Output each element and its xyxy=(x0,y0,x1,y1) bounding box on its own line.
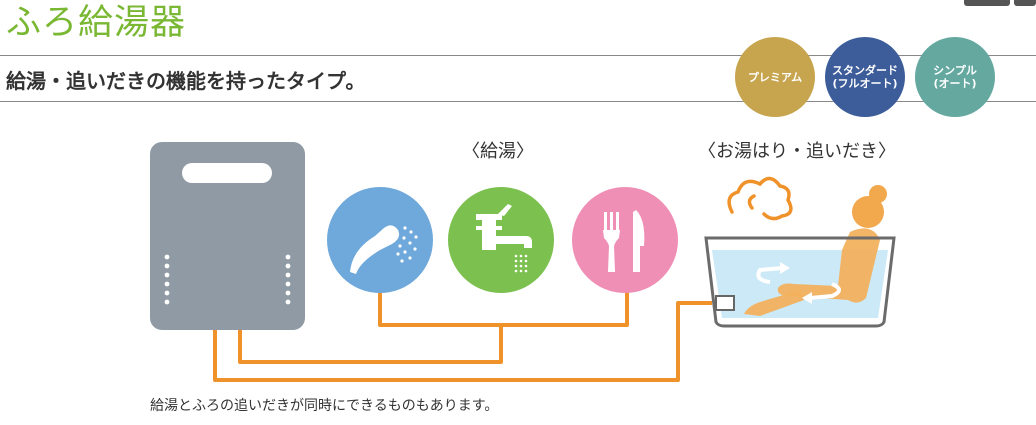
fork-knife-icon xyxy=(572,187,678,293)
badge-simple[interactable]: シンプル (オート) xyxy=(915,37,995,117)
bathtub-icon xyxy=(704,185,896,328)
pipe-heater-faucet xyxy=(238,325,503,364)
label-hot-water: 〈給湯〉 xyxy=(462,141,534,162)
badge-premium[interactable]: プレミアム xyxy=(735,37,815,117)
bottom-divider xyxy=(0,101,1036,102)
pipes xyxy=(213,290,712,382)
page-title: ふろ給湯器 xyxy=(6,3,187,43)
page-subtitle: 給湯・追いだきの機能を持ったタイプ。 xyxy=(6,69,366,93)
faucet-icon xyxy=(448,187,554,293)
label-bath: 〈お湯はり・追いだき〉 xyxy=(698,141,896,162)
steam-icon xyxy=(727,176,793,221)
pipe-heater-bath xyxy=(213,301,712,382)
badge-standard[interactable]: スタンダード (フルオート) xyxy=(825,37,905,117)
water-heater-unit xyxy=(150,142,305,330)
pipe-fixtures xyxy=(378,290,629,327)
top-divider xyxy=(0,55,1036,56)
shower-icon xyxy=(327,187,433,293)
top-tab-1[interactable] xyxy=(964,0,1010,6)
footnote: 給湯とふろの追いだきが同時にできるものもあります。 xyxy=(150,398,499,414)
top-tab-2[interactable] xyxy=(1014,0,1036,6)
